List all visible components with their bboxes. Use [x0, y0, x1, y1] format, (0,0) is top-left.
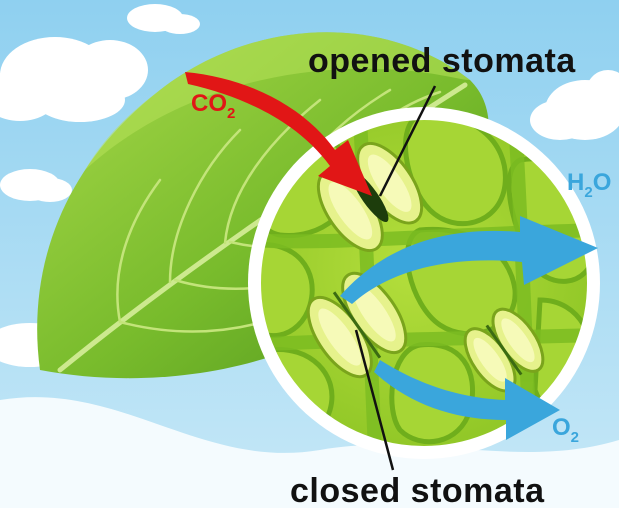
o2-base: O — [552, 414, 571, 441]
h2o-subscript: 2 — [584, 184, 592, 201]
closed-stomata-label: closed stomata — [290, 474, 545, 508]
h2o-base: H — [567, 169, 584, 196]
co2-base: CO — [191, 90, 227, 117]
co2-label: CO2 — [191, 92, 235, 116]
h2o-tail: O — [593, 169, 612, 196]
o2-subscript: 2 — [571, 429, 579, 446]
opened-stomata-label: opened stomata — [308, 44, 576, 78]
h2o-label: H2O — [567, 171, 611, 195]
o2-label: O2 — [552, 416, 579, 440]
co2-subscript: 2 — [227, 105, 235, 122]
